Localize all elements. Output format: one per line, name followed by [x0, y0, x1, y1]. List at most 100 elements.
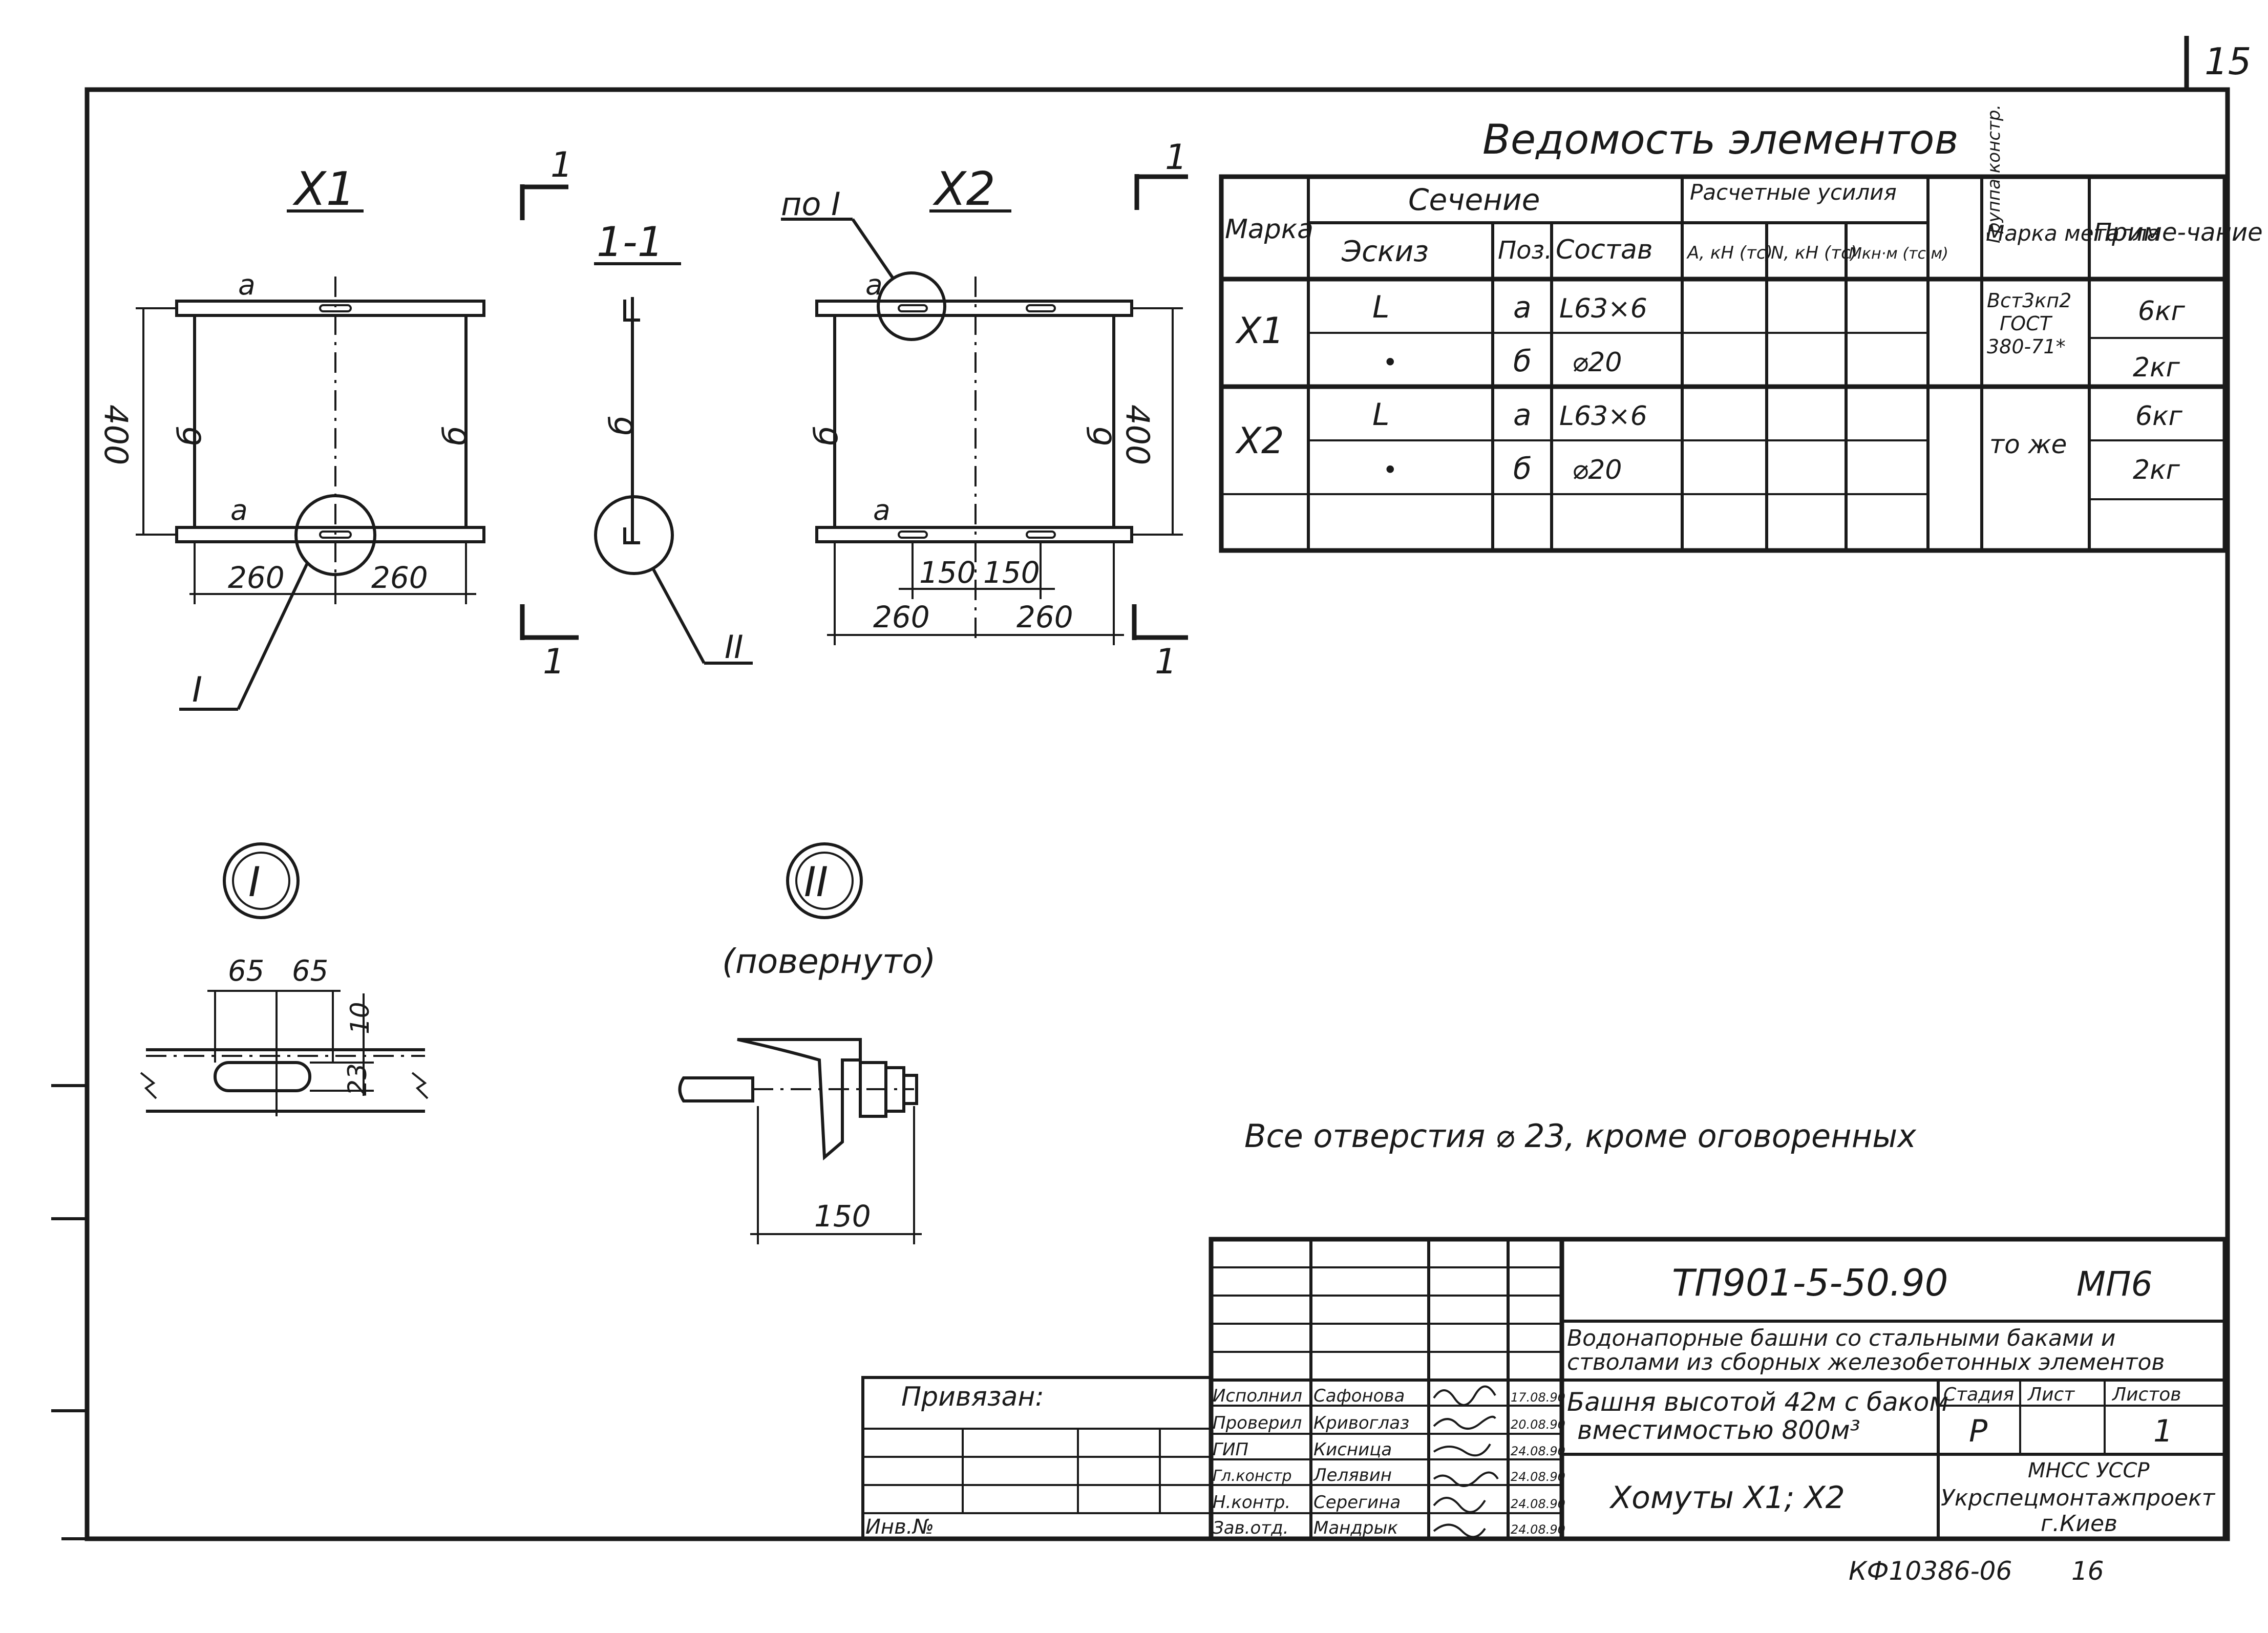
header-m: Мкн·м (тс·м) [1849, 245, 1948, 263]
signer-role-4: Гл.констр [1213, 1467, 1292, 1485]
section-1-1: 1-1 б II [594, 218, 753, 666]
x2-callout-poI: по I [781, 185, 840, 223]
signer-date-5: 24.08.90 [1511, 1497, 1565, 1511]
x2-callout-circle [877, 271, 946, 341]
signature-4 [1433, 1471, 1499, 1487]
title-block: Привязан: Инв.№ Исполнил Сафонова 17.08.… [861, 1237, 2228, 1541]
detail-I-outer-circle [223, 842, 300, 919]
signature-2 [1433, 1415, 1496, 1430]
x2-dim-260-right: 260 [1016, 600, 1073, 634]
detail-I-dim-23: 23 [343, 1063, 372, 1096]
metall-line-2: ГОСТ [2000, 312, 2053, 335]
stage-label: Стадия [1943, 1384, 2014, 1405]
detail-II-angle [737, 1038, 862, 1161]
schedule-table: Ведомость элементов Марка Сечение Эскиз … [1219, 104, 2263, 553]
signer-date-2: 20.08.90 [1511, 1417, 1565, 1432]
detail-I-dim-65-left: 65 [228, 955, 264, 988]
signer-date-4: 24.08.90 [1511, 1470, 1565, 1484]
x1-bottom-angle [175, 526, 485, 543]
x1-top-angle [175, 300, 485, 317]
row-x1-a-poz: а [1513, 290, 1532, 325]
x2-dim-150-right: 150 [983, 555, 1040, 590]
header-sechenie: Сечение [1408, 182, 1540, 217]
detail-II-inner-circle [795, 852, 854, 910]
section-mark-x1-bottom: 1 [520, 604, 579, 682]
section-angle-top [623, 300, 640, 322]
signature-5 [1433, 1497, 1486, 1513]
x1-bottom-hole [319, 531, 352, 539]
header-n: N, кН (тс) [1771, 243, 1857, 263]
detail-I-label: I [248, 858, 261, 906]
section-callout-circle [594, 495, 674, 575]
detail-II-rod [678, 1076, 754, 1102]
row-x1-b-prim: 2кг [2133, 352, 2180, 383]
privyazan-label: Привязан: [901, 1382, 1044, 1412]
row-x1-b-sostav: ⌀20 [1572, 347, 1622, 378]
x2-dim-400: 400 [1119, 405, 1156, 465]
signer-name-6: Мандрык [1313, 1518, 1398, 1538]
section-mark-x2-top: 1 [1134, 137, 1188, 210]
header-poz: Поз. [1498, 236, 1552, 265]
x2-title: X2 [932, 162, 995, 216]
x1-pos-a-bottom: а [230, 494, 248, 526]
row-x2-a-poz: а [1513, 397, 1532, 432]
row-x2-a-eskiz: L [1372, 397, 1389, 433]
privyazan-block [861, 1376, 1213, 1540]
signer-name-3: Кисница [1313, 1439, 1392, 1460]
signer-date-6: 24.08.90 [1511, 1522, 1565, 1537]
x1-dim-260-right: 260 [371, 560, 428, 595]
row-x2-b-prim: 2кг [2133, 455, 2180, 485]
section-callout-II: II [725, 628, 744, 666]
table-frame [1219, 174, 2228, 553]
metall-line-1: Вст3кп2 [1987, 289, 2071, 312]
row-x2-b-poz: б [1513, 451, 1532, 486]
header-marka-metalla: Марка металла [1986, 221, 2160, 246]
section-1-1-title: 1-1 [597, 218, 664, 266]
row-x1-marka: X1 [1235, 310, 1284, 352]
object-line-2: вместимостью 800м³ [1577, 1415, 1860, 1445]
x2-dim-150-left: 150 [919, 555, 976, 590]
signature-3 [1433, 1443, 1491, 1457]
sheets-label: Листов [2111, 1384, 2181, 1405]
svg-text:1: 1 [543, 642, 565, 682]
detail-II-rod-end [902, 1074, 918, 1105]
detail-I-slot [214, 1061, 311, 1092]
signer-name-2: Кривоглаз [1313, 1413, 1409, 1433]
sheet-number: 15 [2205, 40, 2252, 83]
detail-I-inner-circle [232, 852, 290, 910]
header-primechanie: Приме-чание [2093, 218, 2263, 247]
signer-name-1: Сафонова [1313, 1386, 1405, 1406]
org-line-1: МНСС УССР [2028, 1459, 2150, 1482]
header-eskiz: Эскиз [1341, 235, 1429, 268]
row-x1-b-poz: б [1513, 344, 1532, 378]
x1-top-hole [319, 304, 352, 312]
svg-text:1: 1 [1165, 137, 1187, 178]
x2-pos-b-left: б [808, 426, 845, 446]
project-line-1: Водонапорные башни со стальными баками и [1567, 1325, 2115, 1351]
x2-pos-a-bottom: а [873, 494, 891, 526]
object-line-1: Башня высотой 42м с баком [1567, 1387, 1948, 1417]
detail-II: II (повернуто) 150 [678, 842, 936, 1244]
x1-callout-I: I [192, 670, 202, 710]
x2-top-angle [815, 300, 1133, 317]
signer-role-2: Проверил [1213, 1413, 1302, 1433]
detail-I-dim-65-right: 65 [292, 955, 328, 988]
row-x1-a-eskiz: L [1372, 289, 1389, 325]
x1-dim-400: 400 [97, 405, 135, 465]
sheet-label: Лист [2027, 1384, 2075, 1405]
signer-role-6: Зав.отд. [1213, 1518, 1288, 1538]
row-x2-b-sostav: ⌀20 [1572, 455, 1622, 485]
detail-II-label: II [804, 858, 828, 906]
section-mark-x1-top: 1 [520, 145, 573, 220]
stage-value: Р [1969, 1413, 1988, 1449]
row-x2-a-sostav: L63×6 [1559, 401, 1647, 432]
svg-text:1: 1 [1155, 642, 1177, 682]
x1-dim-260-left: 260 [228, 560, 285, 595]
header-a: А, кН (тс) [1686, 243, 1773, 263]
org-line-2: Укрспецмонтажпроект [1941, 1485, 2216, 1511]
detail-II-note: (повернуто) [722, 942, 936, 981]
row-x1-b-eskiz: • [1383, 348, 1398, 377]
signer-date-1: 17.08.90 [1511, 1390, 1565, 1405]
x1-pos-b-right: б [436, 426, 474, 446]
